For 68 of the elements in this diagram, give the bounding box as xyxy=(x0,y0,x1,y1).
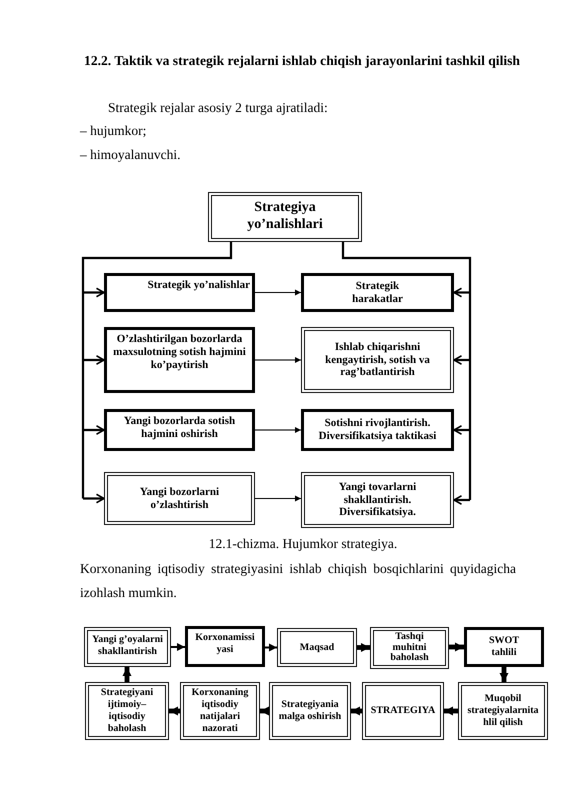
process-box xyxy=(208,192,362,242)
arrow xyxy=(444,706,458,716)
box-text: Muqobil strategiyalarnita hlil qilish xyxy=(466,693,540,729)
process-box xyxy=(104,327,255,393)
arrow xyxy=(260,706,269,716)
arrow xyxy=(265,644,277,652)
arrow xyxy=(357,643,370,652)
box-text: O’zlashtirilgan bozorlarda maxsulotning sotish hajmini ko’paytirish xyxy=(112,333,247,372)
arrow xyxy=(83,355,105,365)
box-text: Yangi g’oyalarni shakllantirish xyxy=(91,634,164,658)
list-item: – himoyalanuvchi. xyxy=(80,146,180,164)
box-text: Ishlab chiqarishni kengaytirish, sotish va rag’batlantirish xyxy=(324,340,431,380)
process-box xyxy=(185,626,265,667)
box-text: Strategiyani ijtimoiy– iqtisodiy baholash xyxy=(100,687,154,735)
process-box xyxy=(301,273,454,312)
arrow xyxy=(453,288,470,298)
arrow xyxy=(255,290,301,296)
process-box xyxy=(370,627,449,669)
process-box xyxy=(301,409,454,451)
box-text: Strategik harakatlar xyxy=(351,280,404,306)
arrow xyxy=(255,496,301,502)
connector-line xyxy=(342,242,472,500)
box-text: Yangi bozorlarda sotish hajmini oshirish xyxy=(122,415,236,441)
arrow xyxy=(453,495,470,505)
connector-line xyxy=(82,242,232,498)
intro-text: Strategik rejalar asosiy 2 turga ajratiladi: xyxy=(108,99,328,117)
arrow xyxy=(83,425,105,435)
figure-caption: 12.1-chizma. Hujumkor strategiya. xyxy=(208,536,398,552)
arrow xyxy=(122,667,132,682)
box-text: Maqsad xyxy=(298,642,336,654)
section-heading: 12.2. Taktik va strategik rejalarni ishlab chiqish jarayonlarini tashkil qilish xyxy=(83,53,521,70)
process-box xyxy=(180,682,260,740)
arrow xyxy=(255,357,301,363)
arrow xyxy=(169,706,180,716)
process-box xyxy=(362,682,444,740)
box-text: Strategik yo’nalishlar xyxy=(146,279,250,292)
process-box xyxy=(301,327,454,393)
box-text: Strategiya yo’nalishlari xyxy=(246,200,324,234)
arrow xyxy=(351,706,362,716)
box-text: Korxonamissi yasi xyxy=(194,632,256,656)
box-text: Sotishni rivojlantirish. Diversifikatsiya taktikasi xyxy=(318,417,438,443)
box-text: Tashqi muhitni baholash xyxy=(389,632,430,664)
process-box xyxy=(269,682,351,740)
arrow xyxy=(83,288,105,298)
arrow xyxy=(453,425,470,435)
process-box xyxy=(464,627,544,667)
box-text: Yangi tovarlarni shakllantirish. Diversifikatsiya. xyxy=(338,480,418,520)
arrow xyxy=(255,427,301,433)
box-text: Strategiyania malga oshirish xyxy=(278,699,342,723)
process-box xyxy=(301,472,454,528)
process-box xyxy=(104,409,255,451)
arrow xyxy=(453,355,470,365)
process-box xyxy=(85,682,169,740)
arrow xyxy=(500,667,508,682)
arrow xyxy=(83,494,105,504)
box-text: STRATEGIYA xyxy=(370,705,436,717)
process-box xyxy=(104,273,255,312)
process-box xyxy=(104,472,255,525)
box-text: Korxonaning iqtisodiy natijalari nazorati xyxy=(190,687,250,735)
arrow xyxy=(171,643,185,651)
list-item: – hujumkor; xyxy=(80,122,146,140)
arrow xyxy=(449,642,464,652)
box-text: Yangi bozorlarni o’zlashtirish xyxy=(138,486,220,512)
box-text: SWOT tahlili xyxy=(488,635,520,659)
body-paragraph: Korxonaning iqtisodiy strategiyasini ishlab chiqish bosqichlarini quyidagicha izohlash mumkin. xyxy=(80,560,516,602)
process-box xyxy=(277,628,357,667)
process-box xyxy=(84,627,171,667)
process-box xyxy=(458,682,548,740)
